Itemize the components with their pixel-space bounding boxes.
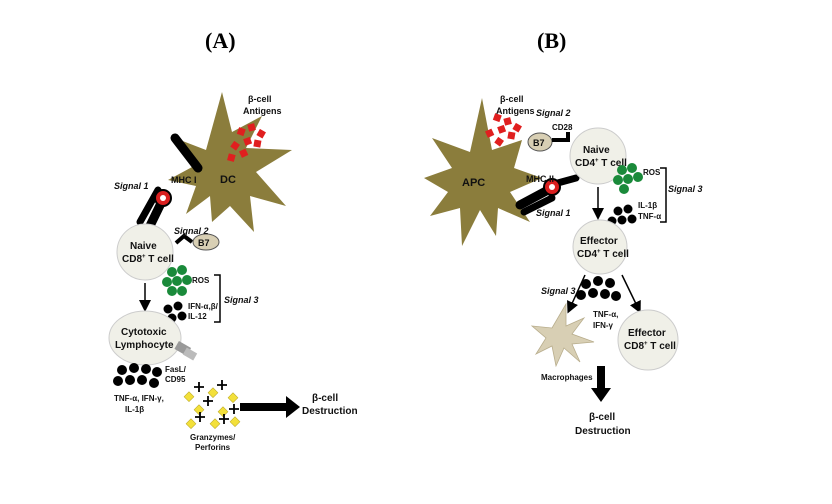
signal-2-label-b: Signal 2	[536, 108, 571, 118]
effector-cd8-label-1: Effector	[628, 328, 666, 339]
naive-cd8-line2-main: CD8	[122, 254, 142, 265]
antigens-label-b-1: β-cell	[500, 94, 524, 104]
naive-cd4-label-1: Naive	[583, 145, 610, 156]
ros-dots-b	[613, 163, 643, 194]
signal-3-bracket-a	[214, 274, 221, 323]
ifn-label-a-1: IFN-α,β/	[188, 302, 219, 311]
destruction-arrow-a	[240, 396, 300, 418]
signal-3-label-b-right: Signal 3	[668, 184, 703, 194]
destruction-label-b-2: Destruction	[575, 426, 631, 437]
effector-cd4-line2-sup: +	[597, 249, 601, 255]
il1b-label-b: IL-1β	[638, 201, 657, 210]
ifn-label-a-2: IL-12	[188, 312, 207, 321]
panel-a-title: (A)	[205, 28, 236, 53]
macrophage-shape	[530, 302, 595, 368]
signal-1-label-b: Signal 1	[536, 208, 571, 218]
panel-a: (A) DC β-cell Antigens Signal 1 MHC I	[108, 28, 358, 452]
b7-label-b: B7	[533, 138, 545, 148]
il1-tnf-dots-b	[607, 204, 637, 226]
b7-costim-a	[174, 233, 220, 251]
fasl-receptor	[174, 341, 198, 361]
apc-label: APC	[462, 177, 485, 189]
tnf-ifn-dots-b	[576, 276, 621, 301]
effector-cd4-line2-main: CD4	[577, 249, 597, 260]
naive-cd4-line2-sup: +	[595, 158, 599, 164]
granzymes-label-1: Granzymes/	[190, 433, 236, 442]
cytokine-dots-a	[113, 363, 162, 388]
destruction-label-a-2: Destruction	[302, 406, 358, 417]
tnf-ifn-label-b-2: IFN-γ	[593, 321, 614, 330]
arrow-to-effector-cd8	[621, 274, 641, 314]
naive-cd8-line2-tail: T cell	[146, 254, 175, 265]
cytokines-label-a-1: TNF-α, IFN-γ,	[114, 394, 164, 403]
signal-3-bracket-b	[660, 167, 667, 223]
tnf-ifn-label-b-1: TNF-α,	[593, 310, 618, 319]
ctl-label-2: Lymphocyte	[115, 340, 174, 351]
naive-cd8-line2-sup: +	[142, 254, 146, 260]
ros-label-b: ROS	[643, 168, 661, 177]
naive-cd8-t-cell	[116, 223, 174, 281]
effector-cd4-t-cell	[572, 219, 628, 275]
naive-cd4-line2-main: CD4	[575, 158, 595, 169]
mhc-ii-label: MHC II	[526, 174, 554, 184]
antigens-label-a-2: Antigens	[243, 106, 282, 116]
apc-shape	[424, 98, 542, 246]
destruction-label-b-1: β-cell	[589, 412, 615, 423]
destruction-arrow-b	[591, 366, 611, 402]
fasl-label-2: CD95	[165, 375, 186, 384]
signal-3-label-b-left: Signal 3	[541, 286, 576, 296]
beta-cell-antigens-a	[227, 123, 266, 162]
granzymes-label-2: Perforins	[195, 443, 231, 452]
effector-cd8-line2-sup: +	[644, 341, 648, 347]
signal-1-label-a: Signal 1	[114, 181, 149, 191]
ctl-label-1: Cytotoxic	[121, 327, 167, 338]
mhc-ii-molecule	[515, 174, 580, 216]
ros-label-a: ROS	[192, 276, 210, 285]
antigens-label-a-1: β-cell	[248, 94, 272, 104]
naive-cd8-label-2: CD8+ T cell	[122, 254, 174, 265]
naive-cd4-t-cell	[569, 127, 627, 185]
naive-cd4-line2-tail: T cell	[599, 158, 628, 169]
panel-b-title: (B)	[537, 28, 566, 53]
dc-label: DC	[220, 174, 236, 186]
arrow-to-macrophages	[567, 274, 586, 314]
signal-3-label-a: Signal 3	[224, 295, 259, 305]
effector-cd4-line2-tail: T cell	[601, 249, 630, 260]
beta-cell-antigens-b	[485, 113, 522, 147]
effector-cd8-label-2: CD8+ T cell	[624, 341, 676, 352]
cytotoxic-lymphocyte	[108, 310, 182, 366]
ros-dots-a	[162, 265, 192, 296]
fasl-label-1: FasL/	[165, 365, 187, 374]
panel-b: (B) APC β-cell Antigens B7 Signal 2 CD28	[424, 28, 703, 437]
b7-label-a: B7	[198, 238, 210, 248]
cytokines-label-a-2: IL-1β	[125, 405, 144, 414]
effector-cd4-label-2: CD4+ T cell	[577, 249, 629, 260]
cd28-label: CD28	[552, 123, 573, 132]
effector-cd4-label-1: Effector	[580, 236, 618, 247]
effector-cd8-line2-main: CD8	[624, 341, 644, 352]
macrophages-label: Macrophages	[541, 373, 593, 382]
effector-cd8-t-cell	[617, 309, 679, 371]
tnfa-label-b: TNF-α	[638, 212, 661, 221]
mhc-i-label: MHC I	[171, 175, 197, 185]
cd28-receptor	[552, 132, 570, 142]
effector-cd8-line2-tail: T cell	[648, 341, 677, 352]
naive-cd4-label-2: CD4+ T cell	[575, 158, 627, 169]
dendritic-cell-shape	[168, 92, 292, 232]
granzymes-perforins	[183, 380, 241, 430]
signal-2-label-a: Signal 2	[174, 226, 209, 236]
naive-cd8-label-1: Naive	[130, 241, 157, 252]
destruction-label-a-1: β-cell	[312, 393, 338, 404]
antigens-label-b-2: Antigens	[496, 106, 535, 116]
